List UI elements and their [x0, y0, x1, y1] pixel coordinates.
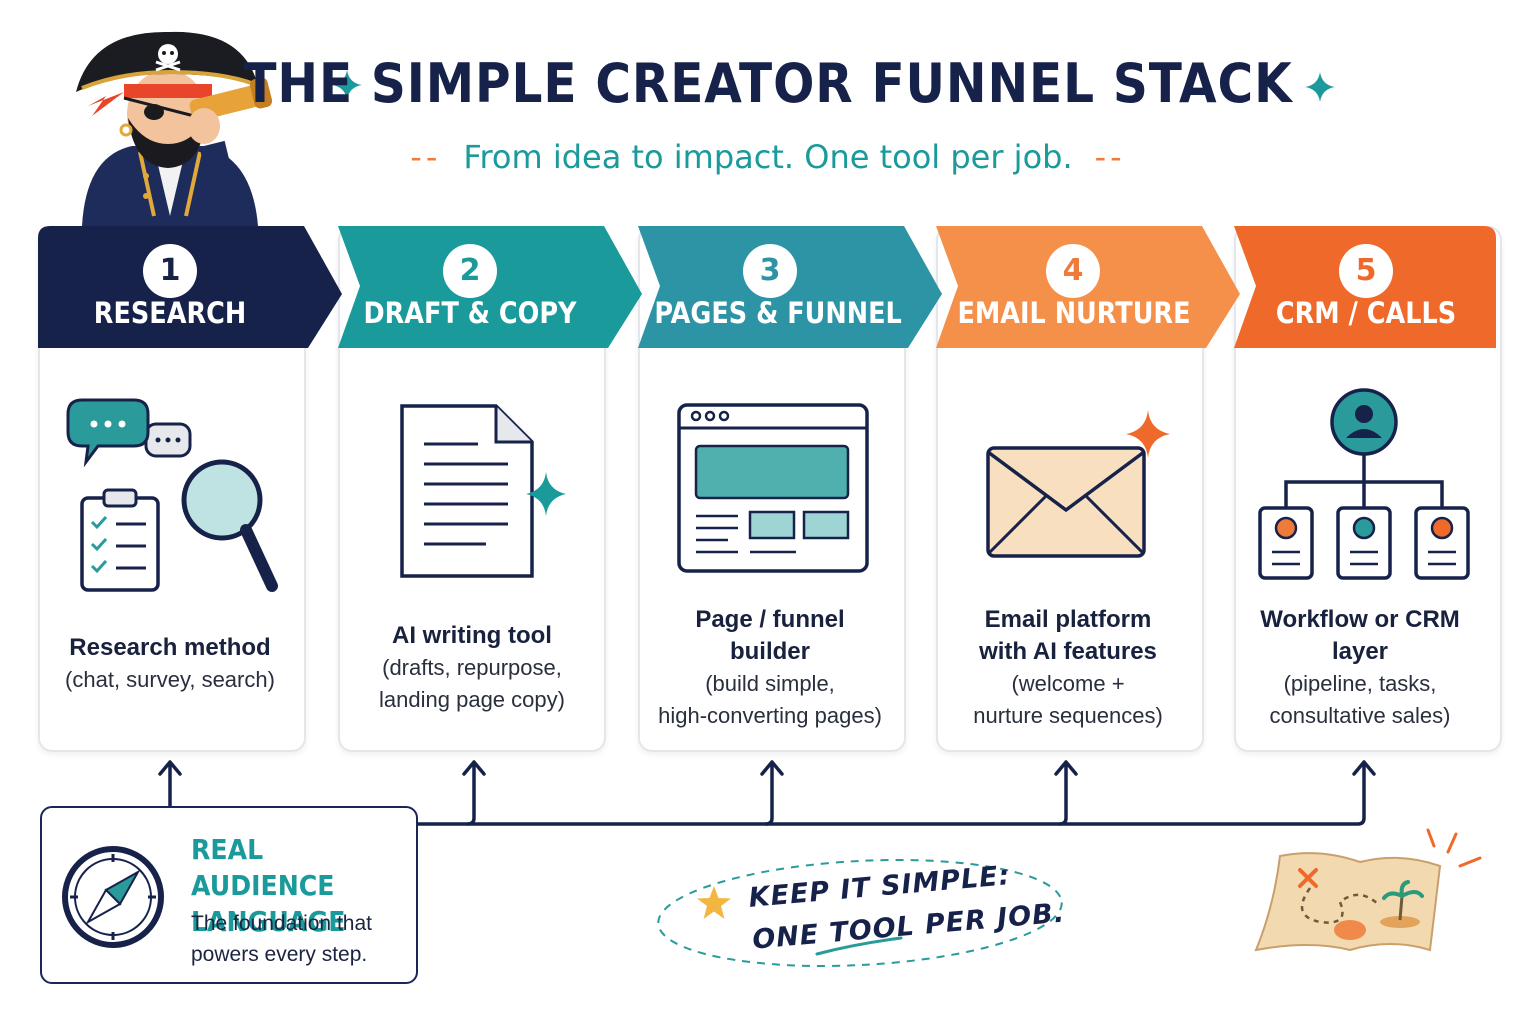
step-label-4: Email platform with AI features (welcome … [936, 604, 1200, 732]
browser-window-icon [677, 403, 869, 573]
org-chart-icon [1258, 388, 1470, 580]
sparkle-icon [1305, 72, 1335, 102]
step-label-3: Page / funnel builder (build simple, high… [638, 604, 902, 732]
envelope-icon [986, 410, 1170, 558]
step-detail-3: (build simple, high-converting pages) [658, 671, 882, 728]
step-label-2: AI writing tool (drafts, repurpose, landi… [338, 620, 606, 716]
step-tool-3: Page / funnel builder [695, 606, 845, 665]
step-header-4: 4 EMAIL NURTURE [936, 226, 1242, 348]
step-title-4: EMAIL NURTURE [957, 296, 1191, 330]
treasure-map-icon [1254, 828, 1482, 952]
step-number-1: 1 [143, 244, 197, 298]
step-number-5: 5 [1339, 244, 1393, 298]
step-label-1: Research method (chat, survey, search) [38, 632, 302, 696]
foundation-title: REAL AUDIENCE LANGUAGE [191, 833, 346, 938]
step-number-4: 4 [1046, 244, 1100, 298]
dash-right: -- [1094, 138, 1126, 176]
page-subtitle: -- From idea to impact. One tool per job.… [0, 138, 1536, 176]
step-tool-1: Research method [69, 634, 271, 661]
step-tool-5: Workflow or CRM layer [1260, 606, 1460, 665]
subtitle-text: From idea to impact. One tool per job. [463, 138, 1073, 176]
foundation-box: REAL AUDIENCE LANGUAGE The foundation th… [40, 806, 418, 984]
step-detail-4: (welcome + nurture sequences) [973, 671, 1163, 728]
compass-icon [62, 846, 164, 948]
motto-badge: KEEP IT SIMPLE: ONE TOOL PER JOB. [655, 858, 1066, 968]
star-icon [697, 886, 731, 919]
page-title: THE SIMPLE CREATOR FUNNEL STACK [243, 52, 1293, 115]
research-icon [66, 398, 278, 592]
pirate-mascot-icon [76, 31, 273, 230]
foundation-connectors [158, 760, 1376, 826]
step-detail-5: (pipeline, tasks, consultative sales) [1269, 671, 1451, 728]
document-icon [400, 404, 566, 578]
sparkle-icon [332, 70, 362, 100]
step-number-2: 2 [443, 244, 497, 298]
step-header-2: 2 DRAFT & COPY [338, 226, 644, 348]
step-number-3: 3 [743, 244, 797, 298]
step-title-3: PAGES & FUNNEL [654, 296, 902, 330]
step-tool-4: Email platform with AI features [979, 606, 1157, 665]
step-title-5: CRM / CALLS [1275, 296, 1457, 330]
step-header-1: 1 RESEARCH [38, 226, 344, 348]
foundation-text: The foundation that powers every step. [191, 912, 372, 966]
step-header-5: 5 CRM / CALLS [1234, 226, 1498, 348]
step-detail-2: (drafts, repurpose, landing page copy) [379, 655, 565, 712]
step-title-1: RESEARCH [93, 296, 247, 330]
step-tool-2: AI writing tool [392, 622, 552, 649]
dash-left: -- [410, 138, 442, 176]
step-detail-1: (chat, survey, search) [65, 667, 275, 692]
step-label-5: Workflow or CRM layer (pipeline, tasks, c… [1234, 604, 1486, 732]
step-header-3: 3 PAGES & FUNNEL [638, 226, 944, 348]
step-title-2: DRAFT & COPY [363, 296, 577, 330]
